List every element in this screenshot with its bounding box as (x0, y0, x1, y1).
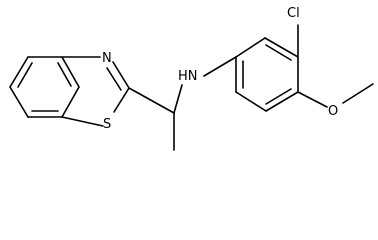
bond (61, 116, 104, 127)
bond (61, 56, 80, 88)
bond (9, 86, 29, 118)
methoxy-bond (297, 91, 328, 108)
thiazole-ring (61, 56, 130, 127)
bond (235, 91, 267, 112)
phenyl-ring (235, 37, 299, 112)
double-bond-inner (17, 62, 33, 88)
substituents (297, 24, 374, 108)
methoxy-methyl-bond (342, 83, 374, 104)
oxygen-atom-label: O (328, 104, 338, 119)
chlorine-atom-label: Cl (287, 6, 300, 21)
bond (61, 86, 80, 118)
bond (264, 37, 299, 58)
ethylamine-linker (128, 56, 237, 151)
bond (235, 37, 266, 58)
amine-atom-label: HN (178, 69, 198, 84)
bond (128, 87, 175, 114)
benzothiazole-benzene-ring (9, 56, 80, 118)
bond (203, 56, 237, 77)
bond (265, 91, 299, 112)
double-bond-inner (106, 67, 122, 91)
bond (112, 61, 130, 89)
bond (113, 87, 130, 113)
double-bond-inner (265, 88, 292, 105)
bond (9, 56, 29, 88)
sulfur-atom-label: S (103, 117, 111, 132)
nitrogen-atom-label: N (102, 51, 112, 66)
double-bond-inner (265, 44, 292, 61)
chemical-structure: N S HN Cl O (9, 6, 374, 151)
double-bond-inner (57, 62, 72, 87)
bond (173, 84, 183, 114)
